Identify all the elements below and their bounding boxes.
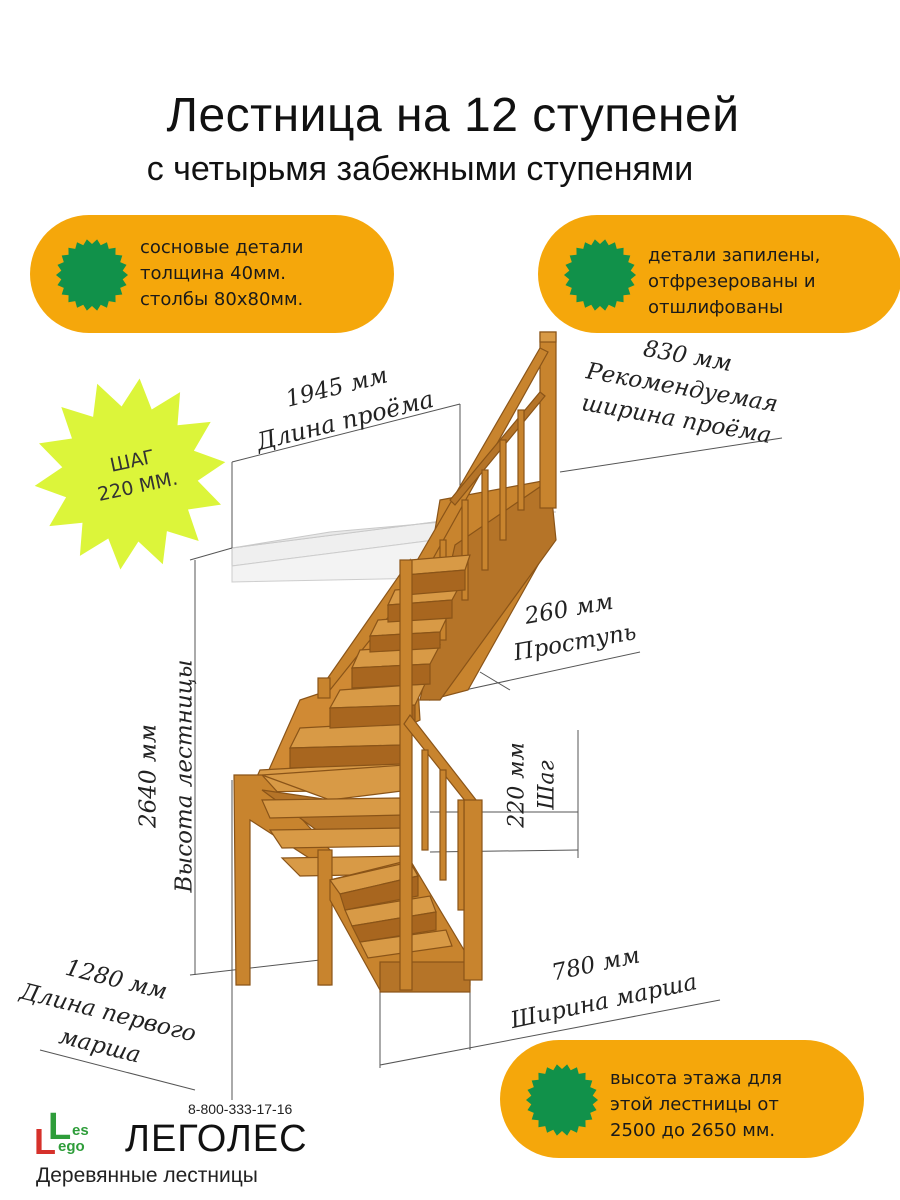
- stair-structure: [233, 331, 557, 993]
- feature-line: толщина 40мм.: [140, 263, 286, 284]
- page-title: Лестница на 12 ступеней: [166, 89, 740, 142]
- feature-pill-material: сосновые детали толщина 40мм. столбы 80х…: [30, 215, 394, 333]
- feature-line: сосновые детали: [140, 237, 304, 258]
- feature-line: детали запилены,: [648, 245, 821, 266]
- dim-stair-height: 2640 мм Высота лестницы: [135, 659, 198, 893]
- feature-line: этой лестницы от: [610, 1094, 779, 1115]
- brand-logo: L es L ego: [34, 1106, 89, 1162]
- page-subtitle: с четырьмя забежными ступенями: [146, 150, 694, 188]
- brand-name: ЛЕГОЛЕС: [125, 1118, 308, 1160]
- feature-line: столбы 80х80мм.: [140, 289, 304, 310]
- step-starburst-icon: [34, 378, 226, 570]
- feature-line: высота этажа для: [610, 1068, 783, 1089]
- feature-pill-floor-height: высота этажа для этой лестницы от 2500 д…: [500, 1040, 864, 1158]
- feature-line: отшлифованы: [648, 297, 784, 318]
- feature-line: 2500 до 2650 мм.: [610, 1120, 776, 1141]
- feature-line: отфрезерованы и: [648, 271, 816, 292]
- green-seal-icon: [526, 1064, 598, 1136]
- brand-tagline: Деревянные лестницы: [36, 1164, 258, 1187]
- feature-pill-processing: детали запилены, отфрезерованы и отшлифо…: [538, 215, 900, 333]
- phone-number: 8-800-333-17-16: [188, 1101, 293, 1117]
- dimension-lines: [39, 403, 783, 1100]
- green-seal-icon: [56, 239, 128, 311]
- dim-step: 220 мм Шаг: [504, 742, 560, 828]
- green-seal-icon: [564, 239, 636, 311]
